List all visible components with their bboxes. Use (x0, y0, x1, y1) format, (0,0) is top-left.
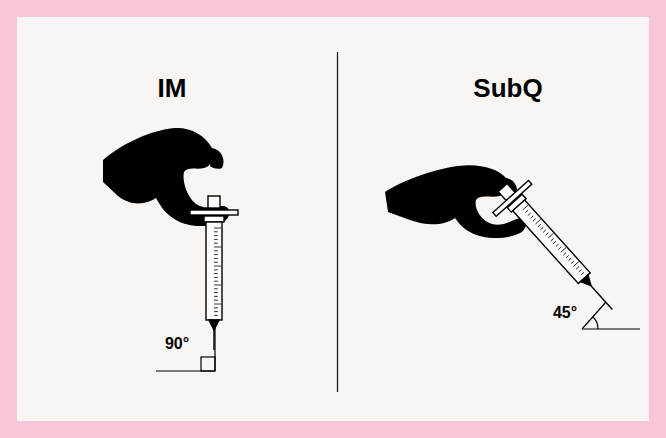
angle-label: 45° (553, 304, 577, 322)
subq-syringe (485, 172, 630, 326)
im-syringe (190, 196, 238, 350)
angle-label: 90° (165, 335, 189, 353)
background-panel (17, 17, 649, 421)
section-title: SubQ (473, 73, 542, 104)
section-title: IM (158, 73, 187, 104)
divider-line (337, 52, 338, 392)
subq-angle-marker (582, 302, 640, 329)
im-angle-marker (156, 326, 215, 371)
